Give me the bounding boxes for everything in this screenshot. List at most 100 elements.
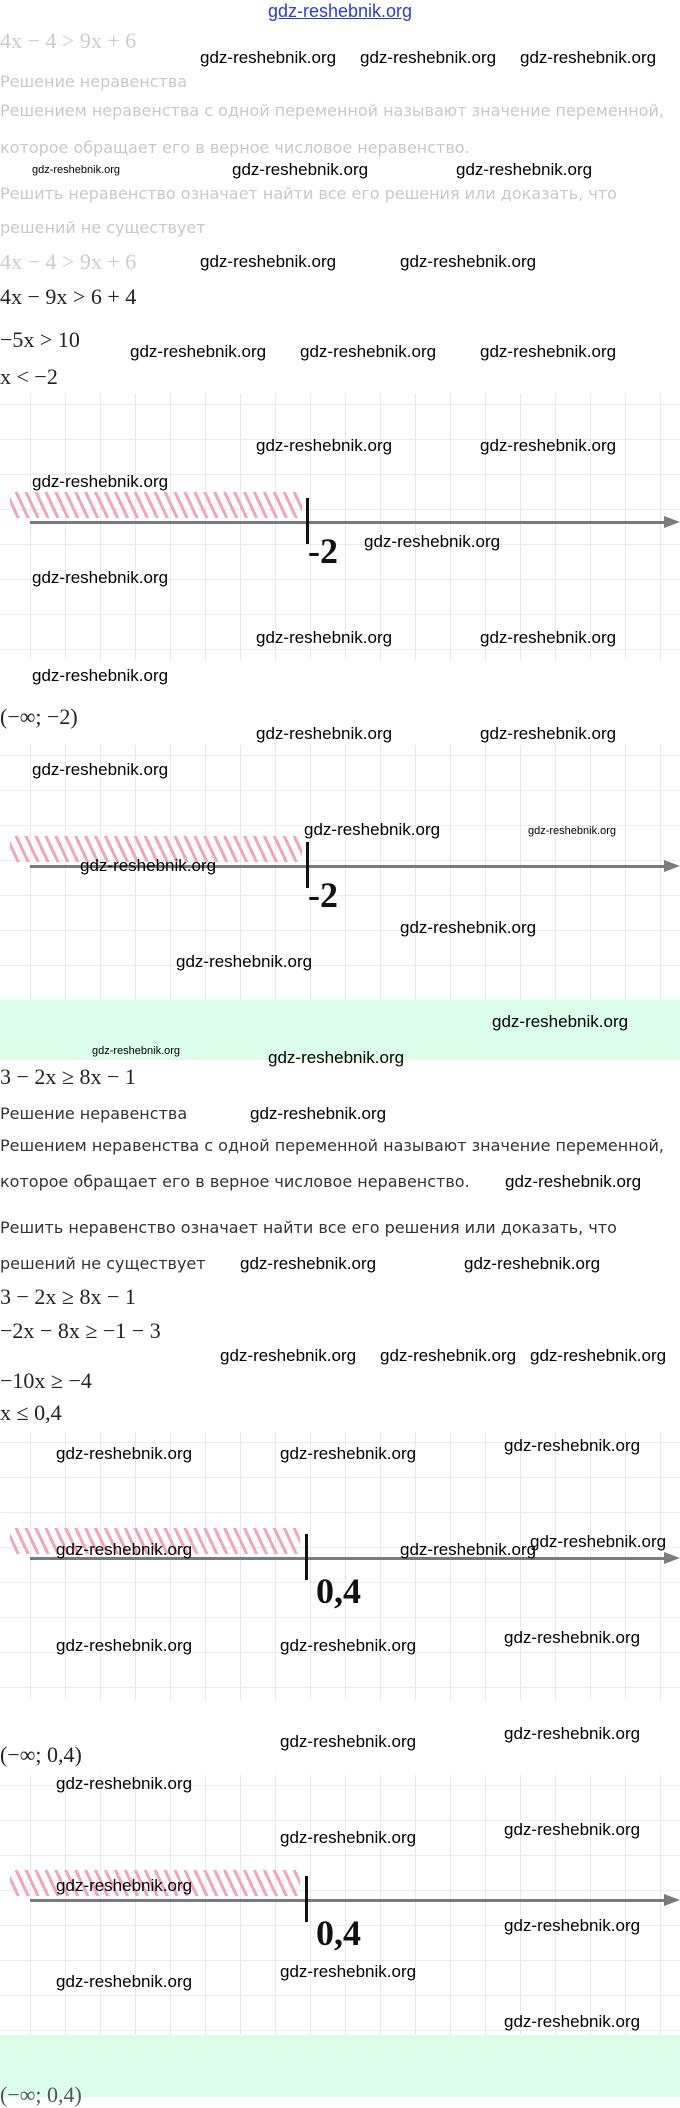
watermark: gdz-reshebnik.org [528, 825, 617, 837]
boundary-tick [305, 1534, 308, 1580]
watermark: gdz-reshebnik.org [280, 1828, 417, 1847]
watermark: gdz-reshebnik.org [130, 342, 267, 361]
number-line-axis [30, 521, 670, 524]
arrow-right-icon [664, 860, 680, 872]
watermark: gdz-reshebnik.org [256, 436, 393, 455]
problem2-step: −10x ≥ −4 [0, 1368, 92, 1393]
number-line-grid [0, 1432, 680, 1700]
watermark: gdz-reshebnik.org [400, 1540, 537, 1559]
problem2-inequality: 3 − 2x ≥ 8x − 1 [0, 1064, 136, 1089]
number-line-label: 0,4 [316, 1913, 361, 1953]
watermark: gdz-reshebnik.org [176, 952, 313, 971]
problem2-task-1: Решить неравенство означает найти все ег… [0, 1218, 617, 1237]
problem1-definition-1: Решением неравенства с одной переменной … [0, 101, 664, 120]
watermark: gdz-reshebnik.org [400, 252, 537, 271]
watermark: gdz-reshebnik.org [256, 724, 393, 743]
watermark: gdz-reshebnik.org [32, 164, 121, 176]
watermark: gdz-reshebnik.org [504, 1436, 641, 1455]
number-line-grid [0, 745, 680, 1000]
watermark: gdz-reshebnik.org [56, 1636, 193, 1655]
problem1-task-2: решений не существует [0, 218, 206, 237]
watermark: gdz-reshebnik.org [32, 666, 169, 685]
number-line-axis [30, 1899, 670, 1902]
problem1-definition-2: которое обращает его в верное числовое н… [0, 138, 470, 157]
problem2-answer-interval: (−∞; 0,4) [0, 1742, 82, 1767]
problem1-step: 4x − 4 > 9x + 6 [0, 249, 137, 274]
watermark: gdz-reshebnik.org [200, 48, 337, 67]
solution-hatch [10, 1528, 300, 1554]
number-line-label: 0,4 [316, 1571, 361, 1611]
problem1-step: x < −2 [0, 364, 58, 389]
watermark: gdz-reshebnik.org [56, 1540, 193, 1559]
site-link[interactable]: gdz-reshebnik.org [267, 1, 413, 21]
answer-band [0, 1000, 680, 1060]
arrow-right-icon [664, 1894, 680, 1906]
watermark: gdz-reshebnik.org [240, 1254, 377, 1273]
problem2-definition-2: которое обращает его в верное числовое н… [0, 1172, 470, 1191]
arrow-right-icon [664, 1552, 680, 1564]
watermark: gdz-reshebnik.org [480, 628, 617, 647]
problem2-task-2: решений не существует [0, 1254, 206, 1273]
watermark: gdz-reshebnik.org [250, 1104, 387, 1123]
watermark: gdz-reshebnik.org [380, 1346, 517, 1365]
watermark: gdz-reshebnik.org [56, 1444, 193, 1463]
watermark: gdz-reshebnik.org [492, 1012, 629, 1031]
boundary-tick [306, 498, 309, 544]
watermark: gdz-reshebnik.org [504, 1628, 641, 1647]
watermark: gdz-reshebnik.org [304, 820, 441, 839]
number-line-label: -2 [308, 875, 338, 915]
watermark: gdz-reshebnik.org [300, 342, 437, 361]
number-line-grid [0, 1775, 680, 2035]
problem1-inequality: 4x − 4 > 9x + 6 [0, 28, 137, 53]
solution-hatch [10, 492, 302, 518]
watermark: gdz-reshebnik.org [56, 1774, 193, 1793]
number-line-label: -2 [308, 531, 338, 571]
watermark: gdz-reshebnik.org [280, 1636, 417, 1655]
watermark: gdz-reshebnik.org [480, 342, 617, 361]
watermark: gdz-reshebnik.org [530, 1346, 667, 1365]
watermark: gdz-reshebnik.org [504, 1820, 641, 1839]
watermark: gdz-reshebnik.org [200, 252, 337, 271]
watermark: gdz-reshebnik.org [520, 48, 657, 67]
watermark: gdz-reshebnik.org [232, 160, 369, 179]
number-line-axis [30, 1557, 670, 1560]
watermark: gdz-reshebnik.org [80, 856, 217, 875]
solution-hatch [10, 1870, 300, 1896]
problem1-section-title: Решение неравенства [0, 72, 188, 91]
watermark: gdz-reshebnik.org [32, 568, 169, 587]
problem2-answer-repeat: (−∞; 0,4) [0, 2082, 82, 2107]
watermark: gdz-reshebnik.org [32, 760, 169, 779]
problem1-task-1: Решить неравенство означает найти все ег… [0, 184, 617, 203]
boundary-tick [306, 842, 309, 888]
problem2-step: x ≤ 0,4 [0, 1400, 62, 1425]
watermark: gdz-reshebnik.org [456, 160, 593, 179]
problem1-step: 4x − 9x > 6 + 4 [0, 284, 137, 309]
watermark: gdz-reshebnik.org [530, 1532, 667, 1551]
solution-hatch [10, 836, 302, 862]
problem1-answer-interval: (−∞; −2) [0, 704, 78, 729]
watermark: gdz-reshebnik.org [268, 1048, 405, 1067]
watermark: gdz-reshebnik.org [220, 1346, 357, 1365]
watermark: gdz-reshebnik.org [504, 1724, 641, 1743]
watermark: gdz-reshebnik.org [56, 1876, 193, 1895]
watermark: gdz-reshebnik.org [280, 1732, 417, 1751]
watermark: gdz-reshebnik.org [32, 472, 169, 491]
arrow-right-icon [664, 516, 680, 528]
watermark: gdz-reshebnik.org [400, 918, 537, 937]
watermark: gdz-reshebnik.org [364, 532, 501, 551]
watermark: gdz-reshebnik.org [504, 1916, 641, 1935]
problem2-definition-1: Решением неравенства с одной переменной … [0, 1136, 664, 1155]
watermark: gdz-reshebnik.org [480, 724, 617, 743]
watermark: gdz-reshebnik.org [92, 1045, 181, 1057]
problem2-section-title: Решение неравенства [0, 1104, 188, 1123]
number-line-grid [0, 394, 680, 660]
watermark: gdz-reshebnik.org [505, 1172, 642, 1191]
watermark: gdz-reshebnik.org [280, 1444, 417, 1463]
watermark: gdz-reshebnik.org [504, 2012, 641, 2031]
watermark: gdz-reshebnik.org [360, 48, 497, 67]
answer-band [0, 2035, 680, 2097]
watermark: gdz-reshebnik.org [56, 1972, 193, 1991]
watermark: gdz-reshebnik.org [256, 628, 393, 647]
problem2-step: −2x − 8x ≥ −1 − 3 [0, 1318, 161, 1343]
problem1-step: −5x > 10 [0, 327, 80, 352]
